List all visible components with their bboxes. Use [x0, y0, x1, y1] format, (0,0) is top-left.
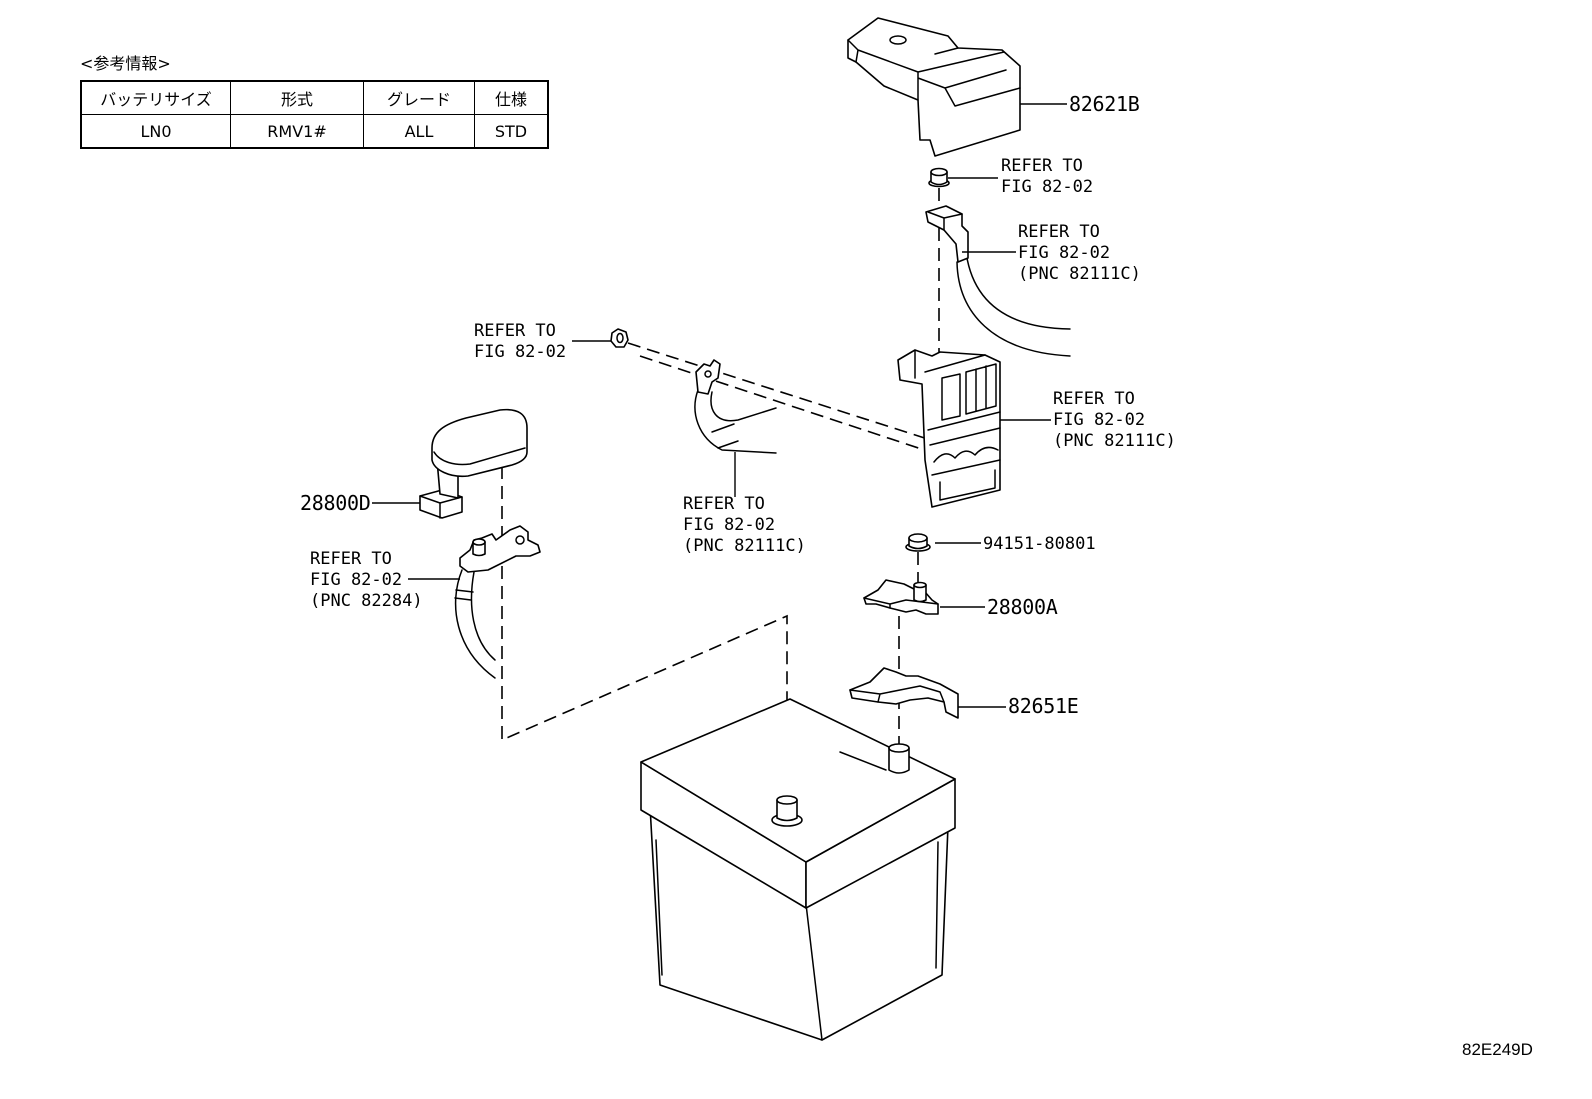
cover-outline: [847, 17, 1021, 157]
terminal-cover-28800d: [419, 408, 528, 519]
positive-cable-upper-edge: [965, 251, 1071, 330]
part-number-82651e: 82651E: [1008, 694, 1078, 718]
part-number-94151-80801: 94151-80801: [983, 534, 1096, 554]
negative-cable: [454, 525, 541, 679]
negative-post-body: [776, 799, 798, 822]
assembly-dashed-lines: [501, 188, 986, 798]
part-number-82621b: 82621B: [1069, 92, 1140, 116]
fuse-block: [897, 349, 1001, 508]
positive-post-top: [888, 743, 910, 753]
negative-cable-outer-edge: [454, 569, 496, 679]
part-number-28800d: 28800D: [300, 491, 370, 515]
refer-cable-top-line-2: FIG 82-02: [1018, 243, 1110, 263]
positive-cable-lower-edge: [956, 261, 1071, 357]
refer-fuse-block-line-2: FIG 82-02: [1053, 410, 1145, 430]
battery-lid-top: [640, 698, 956, 863]
refer-nut-top-line-1: REFER TO: [1001, 156, 1083, 176]
dashed-line-nut-to-fuse-block-upper: [627, 342, 963, 451]
positive-post-body: [888, 747, 910, 774]
refer-nut-left-line-1: REFER TO: [474, 321, 556, 341]
terminal-28800a-stud: [913, 584, 927, 603]
cover-28800d-lower-edges: [419, 495, 463, 519]
leader-lines: [372, 103, 1067, 708]
mid-cable-outer-edge: [694, 389, 777, 454]
fuse-block-details: [914, 349, 1001, 501]
terminal-28800a: [863, 579, 939, 615]
cell-battery-size: LN0: [80, 114, 231, 149]
column-header-battery-size: バッテリサイズ: [80, 80, 231, 115]
table-row: LN0 RMV1# ALL STD: [80, 114, 549, 149]
nut-left-body: [610, 328, 629, 348]
battery-lid-mark: [839, 751, 887, 771]
negative-cable-inner-edge: [470, 571, 496, 661]
nut-94151: [905, 533, 931, 552]
refer-cable-mid-line-2: FIG 82-02: [683, 515, 775, 535]
negative-terminal-clamp: [459, 525, 541, 573]
refer-neg-cable-line-1: REFER TO: [310, 549, 392, 569]
refer-cable-top-line-1: REFER TO: [1018, 222, 1100, 242]
column-header-model: 形式: [230, 80, 364, 115]
terminal-cover-82621b: [847, 17, 1021, 157]
cable-bracket: [925, 205, 969, 263]
nut-top: [928, 167, 950, 188]
refer-cable-mid-line-3: (PNC 82111C): [683, 536, 806, 556]
refer-neg-cable-line-3: (PNC 82284): [310, 591, 423, 611]
terminal-28800a-body: [863, 579, 939, 615]
refer-neg-cable-line-2: FIG 82-02: [310, 570, 402, 590]
nut-94151-cap: [908, 533, 928, 543]
column-header-grade: グレード: [363, 80, 475, 115]
clamp-82651e-edges: [849, 685, 945, 703]
cable-bracket-edges: [927, 211, 963, 231]
cell-model: RMV1#: [230, 114, 364, 149]
mid-cable-terminal-hole: [704, 370, 712, 378]
fuse-block-outline: [897, 349, 1001, 508]
mid-cable-inner-edge: [710, 391, 777, 422]
refer-fuse-block-line-3: (PNC 82111C): [1053, 431, 1176, 451]
refer-fuse-block-line-1: REFER TO: [1053, 389, 1135, 409]
dashed-line-neg-terminal-to-post: [501, 466, 788, 798]
cover-edges: [847, 39, 1021, 107]
cover-28800d-cap-edge: [433, 447, 526, 466]
battery-body-front-edge: [805, 903, 823, 1041]
nut-left-hole: [616, 332, 624, 344]
reference-info: <参考情報> バッテリサイズ 形式 グレード 仕様 LN0 RMV1# ALL …: [80, 53, 549, 149]
clamp-82651e: [849, 667, 959, 719]
reference-table-header-row: バッテリサイズ 形式 グレード 仕様: [80, 80, 549, 115]
terminal-28800a-stud-top: [913, 581, 927, 589]
negative-post: [771, 795, 803, 827]
reference-info-table: バッテリサイズ 形式 グレード 仕様 LN0 RMV1# ALL STD: [80, 80, 549, 149]
cell-grade: ALL: [363, 114, 475, 149]
nut-left: [610, 328, 629, 348]
refer-cable-top-line-3: (PNC 82111C): [1018, 264, 1141, 284]
refer-cable-mid-line-1: REFER TO: [683, 494, 765, 514]
refer-nut-top-line-2: FIG 82-02: [1001, 177, 1093, 197]
battery-body-ridge: [655, 839, 939, 976]
part-number-28800a: 28800A: [987, 595, 1058, 619]
battery: [640, 698, 956, 1041]
diagram-code: 82E249D: [1462, 1040, 1533, 1059]
negative-terminal-bolt: [515, 535, 525, 545]
positive-cable-mid: [694, 359, 777, 454]
callout-labels: 82621B REFER TO FIG 82-02 REFER TO FIG 8…: [300, 92, 1176, 718]
clamp-82651e-body: [849, 667, 959, 719]
cell-spec: STD: [474, 114, 549, 149]
mid-cable-sleeve: [711, 423, 739, 449]
negative-terminal-stud-top: [472, 538, 486, 546]
cover-28800d-cap: [431, 408, 528, 478]
refer-nut-left-line-2: FIG 82-02: [474, 342, 566, 362]
positive-post: [888, 743, 910, 774]
nut-top-cap: [930, 167, 948, 177]
cover-hole: [889, 35, 907, 45]
negative-cable-sleeve: [454, 589, 474, 601]
reference-info-heading: <参考情報>: [80, 54, 171, 73]
positive-cable-top: [925, 205, 1071, 357]
negative-post-top: [776, 795, 798, 805]
